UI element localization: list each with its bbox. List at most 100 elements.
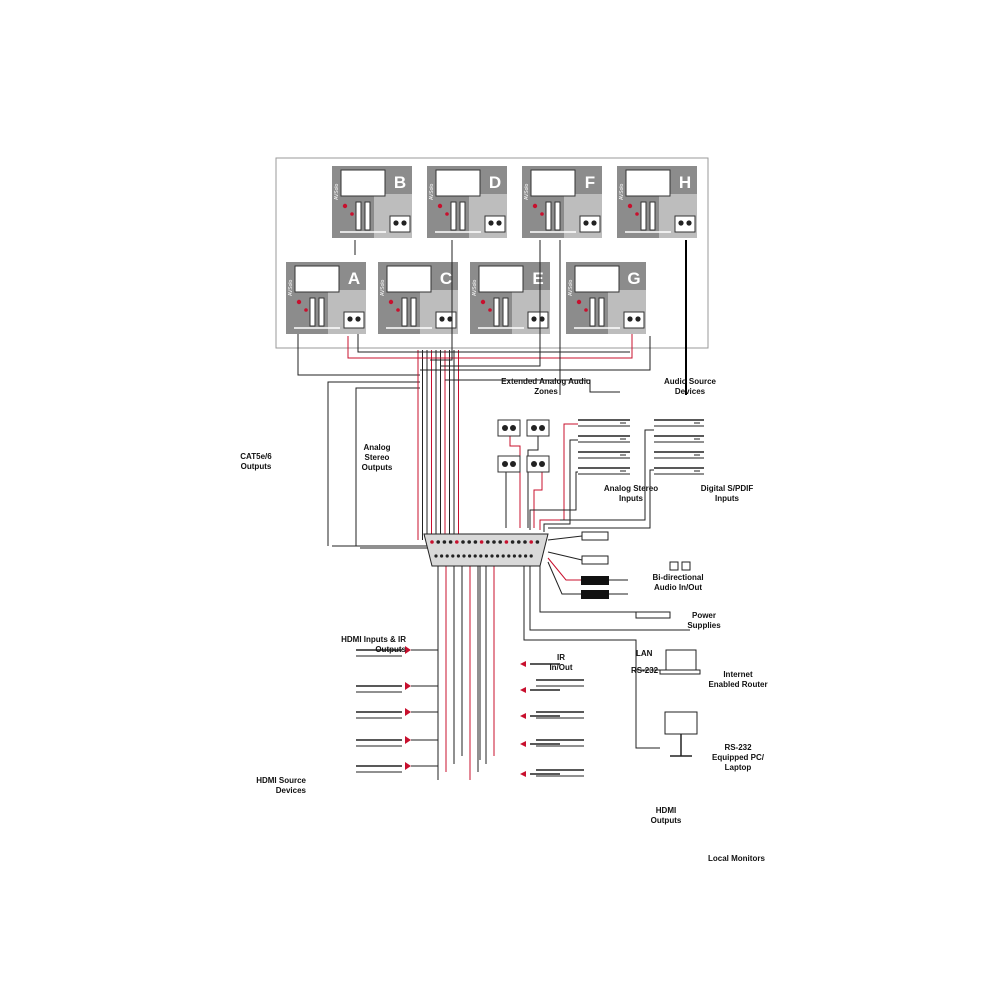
analog-in-wire xyxy=(527,436,539,528)
zone-screen xyxy=(574,265,620,293)
bidir-jack-a xyxy=(669,561,679,571)
audio-source-deck xyxy=(578,435,630,443)
hub-port xyxy=(461,540,465,544)
zone-cable-a xyxy=(545,201,552,231)
audio-source-devices-label: Audio Source Devices xyxy=(663,377,716,396)
hub-port xyxy=(473,540,478,544)
zone-speaker-box xyxy=(343,311,365,329)
hdmi-inputs-ir-outputs-label: HDMI Inputs & IR Outputs xyxy=(341,635,406,654)
zone-screen xyxy=(386,265,432,293)
zone-speaker-l xyxy=(531,316,537,322)
ir-emitter xyxy=(520,713,526,719)
hub-port xyxy=(479,554,483,558)
hdmi-source-device xyxy=(356,646,438,657)
zone-ir-led xyxy=(540,212,544,216)
hub-port xyxy=(529,554,533,558)
hdmi-source-device xyxy=(356,682,438,693)
zone-speaker-box xyxy=(623,311,645,329)
hub-port xyxy=(442,540,447,544)
zone-ir-led xyxy=(396,308,400,312)
hub-port xyxy=(518,554,522,558)
zone-ir-led xyxy=(445,212,449,216)
zone-black-loop xyxy=(357,334,630,353)
zones-frame xyxy=(275,157,709,349)
hub-port xyxy=(507,554,511,558)
zone-ir-led xyxy=(584,308,588,312)
hub-port xyxy=(484,554,488,558)
rs232-pc-label: RS-232 Equipped PC/ Laptop xyxy=(712,743,764,772)
digital-spdif-inputs-label: Digital S/PDIF Inputs xyxy=(700,484,754,503)
analog-input-box xyxy=(497,455,521,473)
bidir-audio-block-a xyxy=(581,576,609,585)
zone-speaker-r xyxy=(686,220,692,226)
zone-brand-text: AVSolo xyxy=(472,279,478,296)
zone-speaker-box xyxy=(484,215,506,233)
hub-port xyxy=(523,540,527,544)
analog-trunk xyxy=(355,387,420,546)
hub-port xyxy=(524,554,528,558)
hub-port xyxy=(468,554,472,558)
ir-device xyxy=(520,741,560,747)
analog-jack-l xyxy=(531,461,537,467)
hub-port xyxy=(512,554,517,558)
zone-speaker-box xyxy=(389,215,411,233)
adapter-wire xyxy=(547,535,583,541)
hub-port xyxy=(535,540,540,544)
analog-input-frame xyxy=(526,419,550,437)
audio-source-deck xyxy=(654,467,704,475)
zone-cable-a xyxy=(493,297,500,327)
zone-letter: G xyxy=(627,269,640,288)
zone-speaker-l xyxy=(583,220,589,226)
zone-speaker-r xyxy=(635,316,641,322)
ir-emitter xyxy=(520,741,526,747)
zone-cable-b xyxy=(554,201,561,231)
zone-cable-a xyxy=(401,297,408,327)
bidirectional-audio-label: Bi-directional Audio In/Out xyxy=(652,573,704,592)
zone-speaker-l xyxy=(627,316,633,322)
power-supplies-label: Power Supplies xyxy=(687,611,721,630)
hdmi-source-device xyxy=(356,736,438,747)
hub-port xyxy=(451,554,455,558)
zone-ir-eye xyxy=(480,299,486,305)
ir-emitter xyxy=(520,687,526,693)
audio-source-deck xyxy=(654,419,704,427)
hub-port xyxy=(462,554,466,558)
analog-stereo-inputs-label: Analog Stereo Inputs xyxy=(603,484,659,503)
hdmi-source-devices-label: HDMI Source Devices xyxy=(256,776,306,795)
analog-jack-r xyxy=(539,461,545,467)
zone-return-b xyxy=(440,240,541,367)
hub-port xyxy=(430,540,434,544)
zone-cable-a xyxy=(589,297,596,327)
hub-port xyxy=(486,540,490,544)
lan-cable xyxy=(523,566,660,749)
zone-speaker-r xyxy=(355,316,361,322)
bidir-jack-b xyxy=(681,561,691,571)
audio-source-deck xyxy=(578,419,630,427)
zone-ir-led xyxy=(350,212,354,216)
zone-speaker-box xyxy=(527,311,549,329)
power-wire xyxy=(529,566,690,631)
hub-port xyxy=(496,554,500,558)
zone-speaker-r xyxy=(539,316,545,322)
hub-port xyxy=(455,540,459,544)
zone-cable-a xyxy=(450,201,457,231)
analog-jack-l xyxy=(502,461,508,467)
hub-port xyxy=(490,554,494,558)
ir-emitter xyxy=(405,762,411,770)
ir-emitter xyxy=(405,646,411,654)
analog-in-wire xyxy=(509,436,521,528)
hub-port xyxy=(448,540,453,544)
zone-speaker-box xyxy=(435,311,457,329)
hub-port xyxy=(479,540,484,544)
power-supply xyxy=(635,611,671,619)
audio-source-deck xyxy=(654,435,704,443)
zone-speaker-r xyxy=(496,220,502,226)
zone-a-cable xyxy=(297,334,420,376)
zone-letter: D xyxy=(489,173,501,192)
zone-brand-text: AVSolo xyxy=(380,279,386,296)
